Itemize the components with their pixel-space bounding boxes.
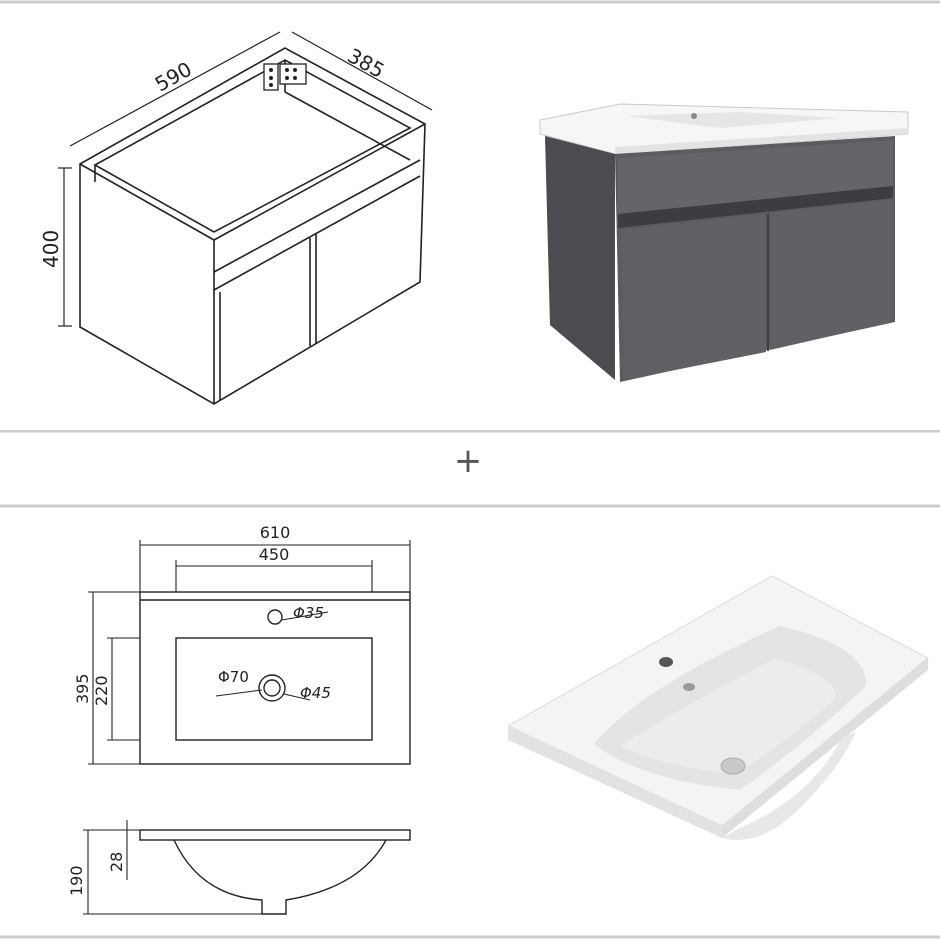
tap-hole-circle (267, 609, 283, 625)
render-cabinet-side (545, 136, 615, 380)
render-basin-side-edge (722, 658, 928, 838)
cabinet-panel-svg: 590 385 400 (0, 0, 940, 405)
basin-top-view (139, 591, 411, 765)
cabinet-top-rail (213, 159, 421, 273)
render-drain (720, 757, 746, 775)
drain-outer-label: Φ70 (218, 668, 249, 686)
render-bowl-underside (722, 732, 856, 840)
separator-band: + (0, 430, 940, 508)
basin-top-dims (88, 540, 411, 765)
cabinet-width-dim-line (69, 31, 281, 147)
cabinet-outline (79, 47, 426, 405)
basin-outline (139, 591, 411, 765)
wall-bracket-icon (263, 63, 307, 91)
side-rim (139, 829, 411, 841)
cabinet-dimension-lines (58, 31, 433, 327)
render-bowl-floor (620, 658, 837, 774)
cabinet-top-opening (93, 59, 412, 233)
cabinet-height-label: 400 (39, 230, 63, 268)
cabinet-render (539, 103, 909, 382)
bowl-depth-label: 220 (92, 675, 111, 706)
render-drawer-panel (618, 140, 893, 214)
drain-inner-label: Φ45 (300, 684, 331, 702)
basin-side-view (139, 829, 411, 915)
bowl-width-label: 450 (259, 545, 290, 564)
rim-thickness-label: 28 (107, 852, 126, 872)
total-height-label: 190 (67, 865, 86, 896)
cabinet-line-drawing (79, 47, 426, 405)
drain-outer-circle (258, 674, 286, 702)
cabinet-inner-back-bottom (284, 91, 411, 161)
basin-bowl-outline (175, 637, 373, 741)
basin-panel: 610 450 395 220 Φ35 Φ70 Φ45 190 28 (0, 508, 940, 940)
render-tap-hole (691, 113, 697, 119)
render-overflow (683, 683, 695, 691)
render-left-door (622, 214, 766, 380)
render-basin-front-edge (508, 726, 722, 838)
depth-label: 395 (73, 673, 92, 704)
plus-icon: + (454, 441, 483, 481)
cabinet-depth-dim-line (291, 31, 433, 111)
render-right-door (770, 200, 892, 350)
separator-svg: + (0, 430, 940, 508)
cabinet-door-top (213, 175, 421, 291)
cabinet-panel: 590 385 400 (0, 0, 940, 430)
overall-width-label: 610 (260, 523, 291, 542)
cabinet-top-front-edge (79, 163, 215, 241)
basin-side-dims (83, 820, 262, 915)
basin-render (506, 575, 929, 840)
tap-hole-label: Φ35 (293, 604, 324, 622)
render-handle-groove (618, 186, 893, 228)
render-tap-hole (659, 657, 673, 667)
render-basin-edge (615, 128, 908, 154)
cabinet-depth-label: 385 (344, 43, 389, 83)
basin-panel-svg: 610 450 395 220 Φ35 Φ70 Φ45 190 28 (0, 523, 940, 939)
drain-inner-circle (263, 679, 281, 697)
render-basin-bowl (626, 112, 840, 128)
cabinet-top-right-edge (213, 123, 426, 241)
side-bowl (173, 839, 387, 915)
